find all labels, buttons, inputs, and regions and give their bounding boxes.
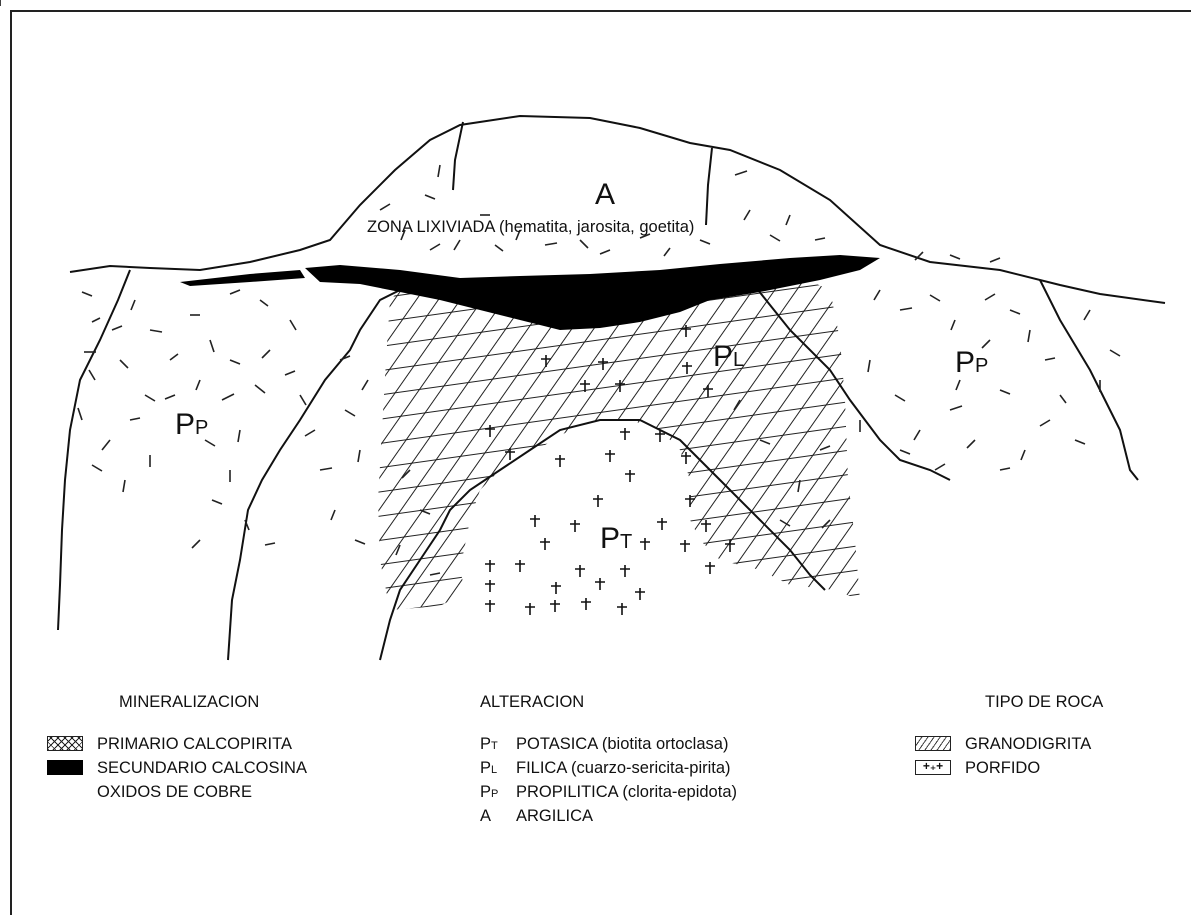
zone-lixiviada-label: ZONA LIXIVIADA (hematita, jarosita, goet…: [367, 218, 694, 237]
abbr-sub: P: [491, 788, 498, 800]
zone-label-propilitica-right: PP: [955, 346, 988, 380]
abbr-main: P: [480, 735, 491, 753]
plus-pattern-swatch-icon: +₊+: [915, 760, 951, 775]
legend-item-secundario: SECUNDARIO CALCOSINA: [47, 756, 307, 780]
zone-label-potasica-sub: T: [620, 531, 632, 553]
legend-item-porfido-label: PORFIDO: [965, 759, 1040, 777]
legend-abbr-propilitica: PP: [480, 780, 516, 806]
blank-swatch: [47, 784, 83, 799]
legend-item-secundario-label: SECUNDARIO CALCOSINA: [97, 759, 307, 777]
zone-label-filica: PL: [713, 340, 744, 374]
legend-item-potasica-label: POTASICA (biotita ortoclasa): [516, 735, 728, 753]
zone-label-propilitica-right-main: P: [955, 346, 975, 379]
legend-item-filica-label: FILICA (cuarzo-sericita-pirita): [516, 759, 731, 777]
legend-item-primario-label: PRIMARIO CALCOPIRITA: [97, 735, 292, 753]
legend-tipo-roca: TIPO DE ROCA GRANODIGRITA +₊+ PORFIDO: [915, 690, 1103, 780]
legend-abbr-argilica: A: [480, 804, 516, 830]
legend-item-argilica: A ARGILICA: [480, 804, 737, 828]
cross-hatch-swatch-icon: [47, 736, 83, 751]
legend-item-oxidos-label: OXIDOS DE COBRE: [97, 783, 252, 801]
legend-mineralizacion-title: MINERALIZACION: [47, 690, 307, 714]
abbr-main: P: [480, 759, 491, 777]
legend-abbr-filica: PL: [480, 756, 516, 782]
porphyry-plus-marks: [0, 0, 5, 6]
abbr-sub: L: [491, 764, 497, 776]
zone-label-potasica-main: P: [600, 522, 620, 555]
contact-left: [58, 270, 130, 630]
legend-mineralizacion: MINERALIZACION PRIMARIO CALCOPIRITA SECU…: [47, 690, 307, 804]
abbr-main: P: [480, 783, 491, 801]
zone-label-propilitica-left-sub: P: [195, 417, 208, 439]
legend-item-propilitica-label: PROPILITICA (clorita-epidota): [516, 783, 737, 801]
secondary-chalcocite-thin: [180, 270, 305, 286]
abbr-main: A: [480, 807, 491, 825]
legend-tipo-roca-title: TIPO DE ROCA: [915, 690, 1103, 714]
legend-alteracion-title: ALTERACION: [480, 690, 737, 714]
contact-right: [1040, 280, 1138, 480]
fault-1: [453, 122, 463, 190]
legend-item-granodiorita-label: GRANODIGRITA: [965, 735, 1091, 753]
legend-item-primario: PRIMARIO CALCOPIRITA: [47, 732, 307, 756]
diagonal-hatch-swatch-icon: [915, 736, 951, 751]
legend-item-porfido: +₊+ PORFIDO: [915, 756, 1103, 780]
zone-label-filica-sub: L: [733, 349, 744, 371]
zone-label-potasica: PT: [600, 522, 632, 556]
legend-item-argilica-label: ARGILICA: [516, 807, 593, 825]
zone-label-propilitica-right-sub: P: [975, 355, 988, 377]
zone-label-propilitica-left: PP: [175, 408, 208, 442]
zone-label-filica-main: P: [713, 340, 733, 373]
legend-item-oxidos: OXIDOS DE COBRE: [47, 780, 307, 804]
abbr-sub: T: [491, 740, 498, 752]
legend-item-granodiorita: GRANODIGRITA: [915, 732, 1103, 756]
zone-label-argilica: A: [595, 178, 615, 212]
contact-left-inner: [228, 290, 400, 660]
fault-2: [706, 148, 712, 225]
zone-label-propilitica-left-main: P: [175, 408, 195, 441]
legend-abbr-potasica: PT: [480, 732, 516, 758]
solid-black-swatch-icon: [47, 760, 83, 775]
